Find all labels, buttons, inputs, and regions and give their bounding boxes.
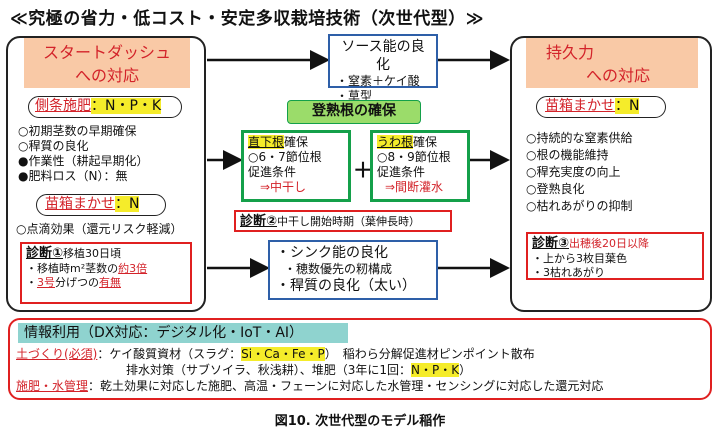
list-item: ○6・7節位根 <box>248 150 322 164</box>
endurance-list: ○持続的な窒素供給 ○根の機能維持 ○稈充実度の向上 ○登熟良化 ○枯れあがりの… <box>526 130 712 215</box>
list-item: ・上から3枚目葉色 <box>532 252 627 265</box>
startdash-header-line2: への対応 <box>74 66 139 85</box>
sink-item1: ・穂数優先の籾構成 <box>284 262 393 276</box>
sehi-label: 施肥・水管理 <box>16 379 89 393</box>
list-item: ○根の機能維持 <box>526 148 609 162</box>
list-item: ○初期茎数の早期確保 <box>18 124 137 138</box>
list-item: ○8・9節位根 <box>377 150 451 164</box>
source-title: ソース能の良化 <box>341 39 425 73</box>
uwa-result: ⇒間断灌水 <box>385 180 444 194</box>
info-header: 情報利用（DX対応：デジタル化・IoT・AI） <box>18 323 348 343</box>
shindan1-line2-mid: 分げつの <box>55 276 99 289</box>
list-item: ●作業性（耕起早期化） <box>18 154 149 168</box>
sink-title: ・シンク能の良化 <box>276 245 388 261</box>
page-title: ≪究極の省力・低コスト・安定多収栽培技術（次世代型）≫ <box>10 9 485 29</box>
shindan3-box: 診断③出穂後20日以降 ・上から3枚目葉色 ・3枯れあがり <box>526 232 704 280</box>
shindan2-box: 診断②中干し開始時期（葉伸長時） <box>234 210 452 232</box>
info-usage-box: 情報利用（DX対応：デジタル化・IoT・AI） 土づくり(必須)：ケイ酸質資材（… <box>8 318 712 400</box>
shindan1-title: 診断① <box>26 246 64 261</box>
tsuchi-text-b: ） 稲わら分解促進材ピンポイント散布 <box>324 347 535 361</box>
list-item: ●肥料ロス（N）：無 <box>18 169 128 183</box>
shindan2-text: 中干し開始時期（葉伸長時） <box>277 215 421 228</box>
endurance-header-line2: への対応 <box>586 66 651 85</box>
figure-caption: 図10. 次世代型のモデル稲作 <box>274 414 446 429</box>
shindan1-line2-hl: 3号 <box>37 276 55 289</box>
naebako-label: 苗箱まかせ <box>545 98 615 114</box>
uwa-label: うわ根 <box>377 135 414 149</box>
chokka-result: ⇒中干し <box>260 180 307 194</box>
chokka-rest: 確保 <box>284 135 309 149</box>
sokujou-badge: 側条施肥：N・P・K <box>28 96 182 118</box>
tsuchi-hl: Si・Ca・Fe・P <box>241 347 325 361</box>
naebako-label: 苗箱まかせ <box>45 196 115 212</box>
shindan1-line2: ・ <box>26 276 37 289</box>
drainage-text-b: ） <box>459 363 472 377</box>
list-item: ○持続的な窒素供給 <box>526 131 633 145</box>
shindan1-line2-end: 有無 <box>99 276 121 289</box>
list-item: ○登熟良化 <box>526 182 585 196</box>
tsuchi-text-a: ：ケイ酸質資材（スラグ： <box>97 347 242 361</box>
sehi-text: ：乾土効果に対応した施肥、高温・フェーンに対応した水管理・センシングに対応した還… <box>88 379 604 393</box>
uwa-root-box: うわ根確保 ○8・9節位根 促進条件 ⇒間断灌水 <box>370 130 470 202</box>
list-item: 促進条件 <box>248 165 297 179</box>
startdash-header-line1: スタートダッシュ <box>42 43 171 62</box>
shindan1-line1-hl: 約3倍 <box>118 262 148 275</box>
rooting-header: 登熟根の確保 <box>287 100 421 124</box>
sokujou-value: ：N・P・K <box>91 98 162 114</box>
drainage-text-a: 排水対策（サブソイラ、秋浅耕）、堆肥（3年に1回： <box>126 363 412 377</box>
endurance-header-line1: 持久力 <box>546 43 595 62</box>
source-box: ソース能の良化 ・窒素＋ケイ酸 ・草型 <box>328 34 438 103</box>
source-item: ・窒素＋ケイ酸 <box>336 74 420 88</box>
tenteki-text: ○点滴効果（還元リスク軽減） <box>16 222 183 236</box>
plus-sign: ＋ <box>353 158 373 182</box>
list-item: ○枯れあがりの抑制 <box>526 199 633 213</box>
startdash-list: ○初期茎数の早期確保 ○稈質の良化 ●作業性（耕起早期化） ●肥料ロス（N）：無 <box>18 124 204 184</box>
shindan2-title: 診断② <box>240 214 278 229</box>
shindan3-title: 診断③ <box>532 236 570 251</box>
list-item: ○稈質の良化 <box>18 139 89 153</box>
info-body: 土づくり(必須)：ケイ酸質資材（スラグ：Si・Ca・Fe・P） 稲わら分解促進材… <box>16 346 710 394</box>
drainage-hl: N・P・K <box>411 363 460 377</box>
naebako-badge-right: 苗箱まかせ：N <box>536 96 666 118</box>
endurance-header: 持久力 への対応 <box>526 38 698 88</box>
startdash-panel: スタートダッシュ への対応 側条施肥：N・P・K ○初期茎数の早期確保 ○稈質の… <box>6 36 206 312</box>
list-item: ・3枯れあがり <box>532 266 605 279</box>
naebako-value: ：N <box>115 196 140 212</box>
source-item: ・草型 <box>336 89 373 103</box>
naebako-value: ：N <box>615 98 640 114</box>
shindan1-sub: 移植30日頃 <box>63 247 122 260</box>
endurance-panel: 持久力 への対応 苗箱まかせ：N ○持続的な窒素供給 ○根の機能維持 ○稈充実度… <box>510 36 712 312</box>
chokka-root-box: 直下根確保 ○6・7節位根 促進条件 ⇒中干し <box>241 130 351 202</box>
shindan3-sub: 出穂後20日以降 <box>569 237 650 250</box>
shindan1-line1: ・移植時m²茎数の <box>26 262 119 275</box>
list-item: 促進条件 <box>377 165 426 179</box>
chokka-label: 直下根 <box>248 135 285 149</box>
uwa-rest: 確保 <box>413 135 438 149</box>
sink-box: ・シンク能の良化 ・穂数優先の籾構成 ・稈質の良化（太い） <box>268 240 438 300</box>
sink-item2: ・稈質の良化（太い） <box>276 278 416 294</box>
naebako-badge-left: 苗箱まかせ：N <box>36 194 166 216</box>
shindan1-box: 診断①移植30日頃 ・移植時m²茎数の約3倍 ・3号分げつの有無 <box>20 242 192 304</box>
list-item: ○稈充実度の向上 <box>526 165 621 179</box>
tsuchi-label: 土づくり(必須) <box>16 347 98 361</box>
startdash-header: スタートダッシュ への対応 <box>24 38 190 88</box>
sokujou-label: 側条施肥 <box>35 98 91 114</box>
